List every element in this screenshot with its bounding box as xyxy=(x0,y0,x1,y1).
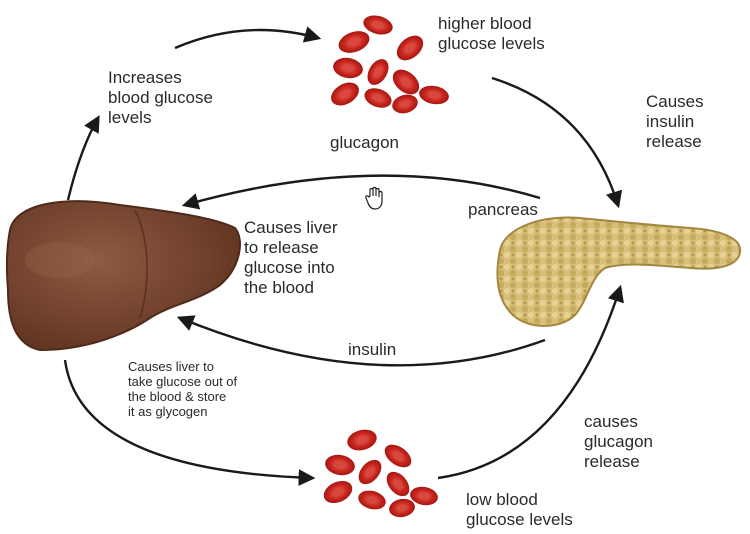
higher-blood-glucose-label: higher blood glucose levels xyxy=(438,14,545,53)
low-blood-glucose-label: low blood glucose levels xyxy=(466,490,573,529)
pancreas-label: pancreas xyxy=(468,200,538,219)
arrow-low-cells-to-pancreas xyxy=(437,284,624,480)
arrow-high-cells-to-pancreas xyxy=(491,76,623,209)
insulin-label: insulin xyxy=(348,340,397,359)
arrow-liver-to-low-cells xyxy=(63,359,316,486)
causes-insulin-release-label: Causes insulin release xyxy=(646,92,704,151)
arrow-increases-to-high-cells xyxy=(174,26,322,50)
red-blood-cells-bottom xyxy=(323,429,438,518)
causes-liver-take-glucose-label: Causes liver to take glucose out of the … xyxy=(128,359,238,419)
hand-cursor-icon xyxy=(365,186,383,210)
pancreas-illustration xyxy=(496,216,742,327)
causes-glucagon-release-label: causes glucagon release xyxy=(584,412,654,471)
arrow-liver-to-increases xyxy=(66,115,100,201)
increases-blood-glucose-label: Increases blood glucose levels xyxy=(108,68,213,127)
arrow-insulin-pancreas-to-liver xyxy=(176,315,546,367)
glucagon-label: glucagon xyxy=(330,133,400,152)
causes-liver-release-label: Causes liver to release glucose into the… xyxy=(244,218,338,297)
liver-illustration xyxy=(5,200,241,352)
arrows xyxy=(63,26,624,486)
arrow-glucagon-pancreas-to-liver xyxy=(181,174,541,210)
red-blood-cells-top xyxy=(331,15,449,114)
